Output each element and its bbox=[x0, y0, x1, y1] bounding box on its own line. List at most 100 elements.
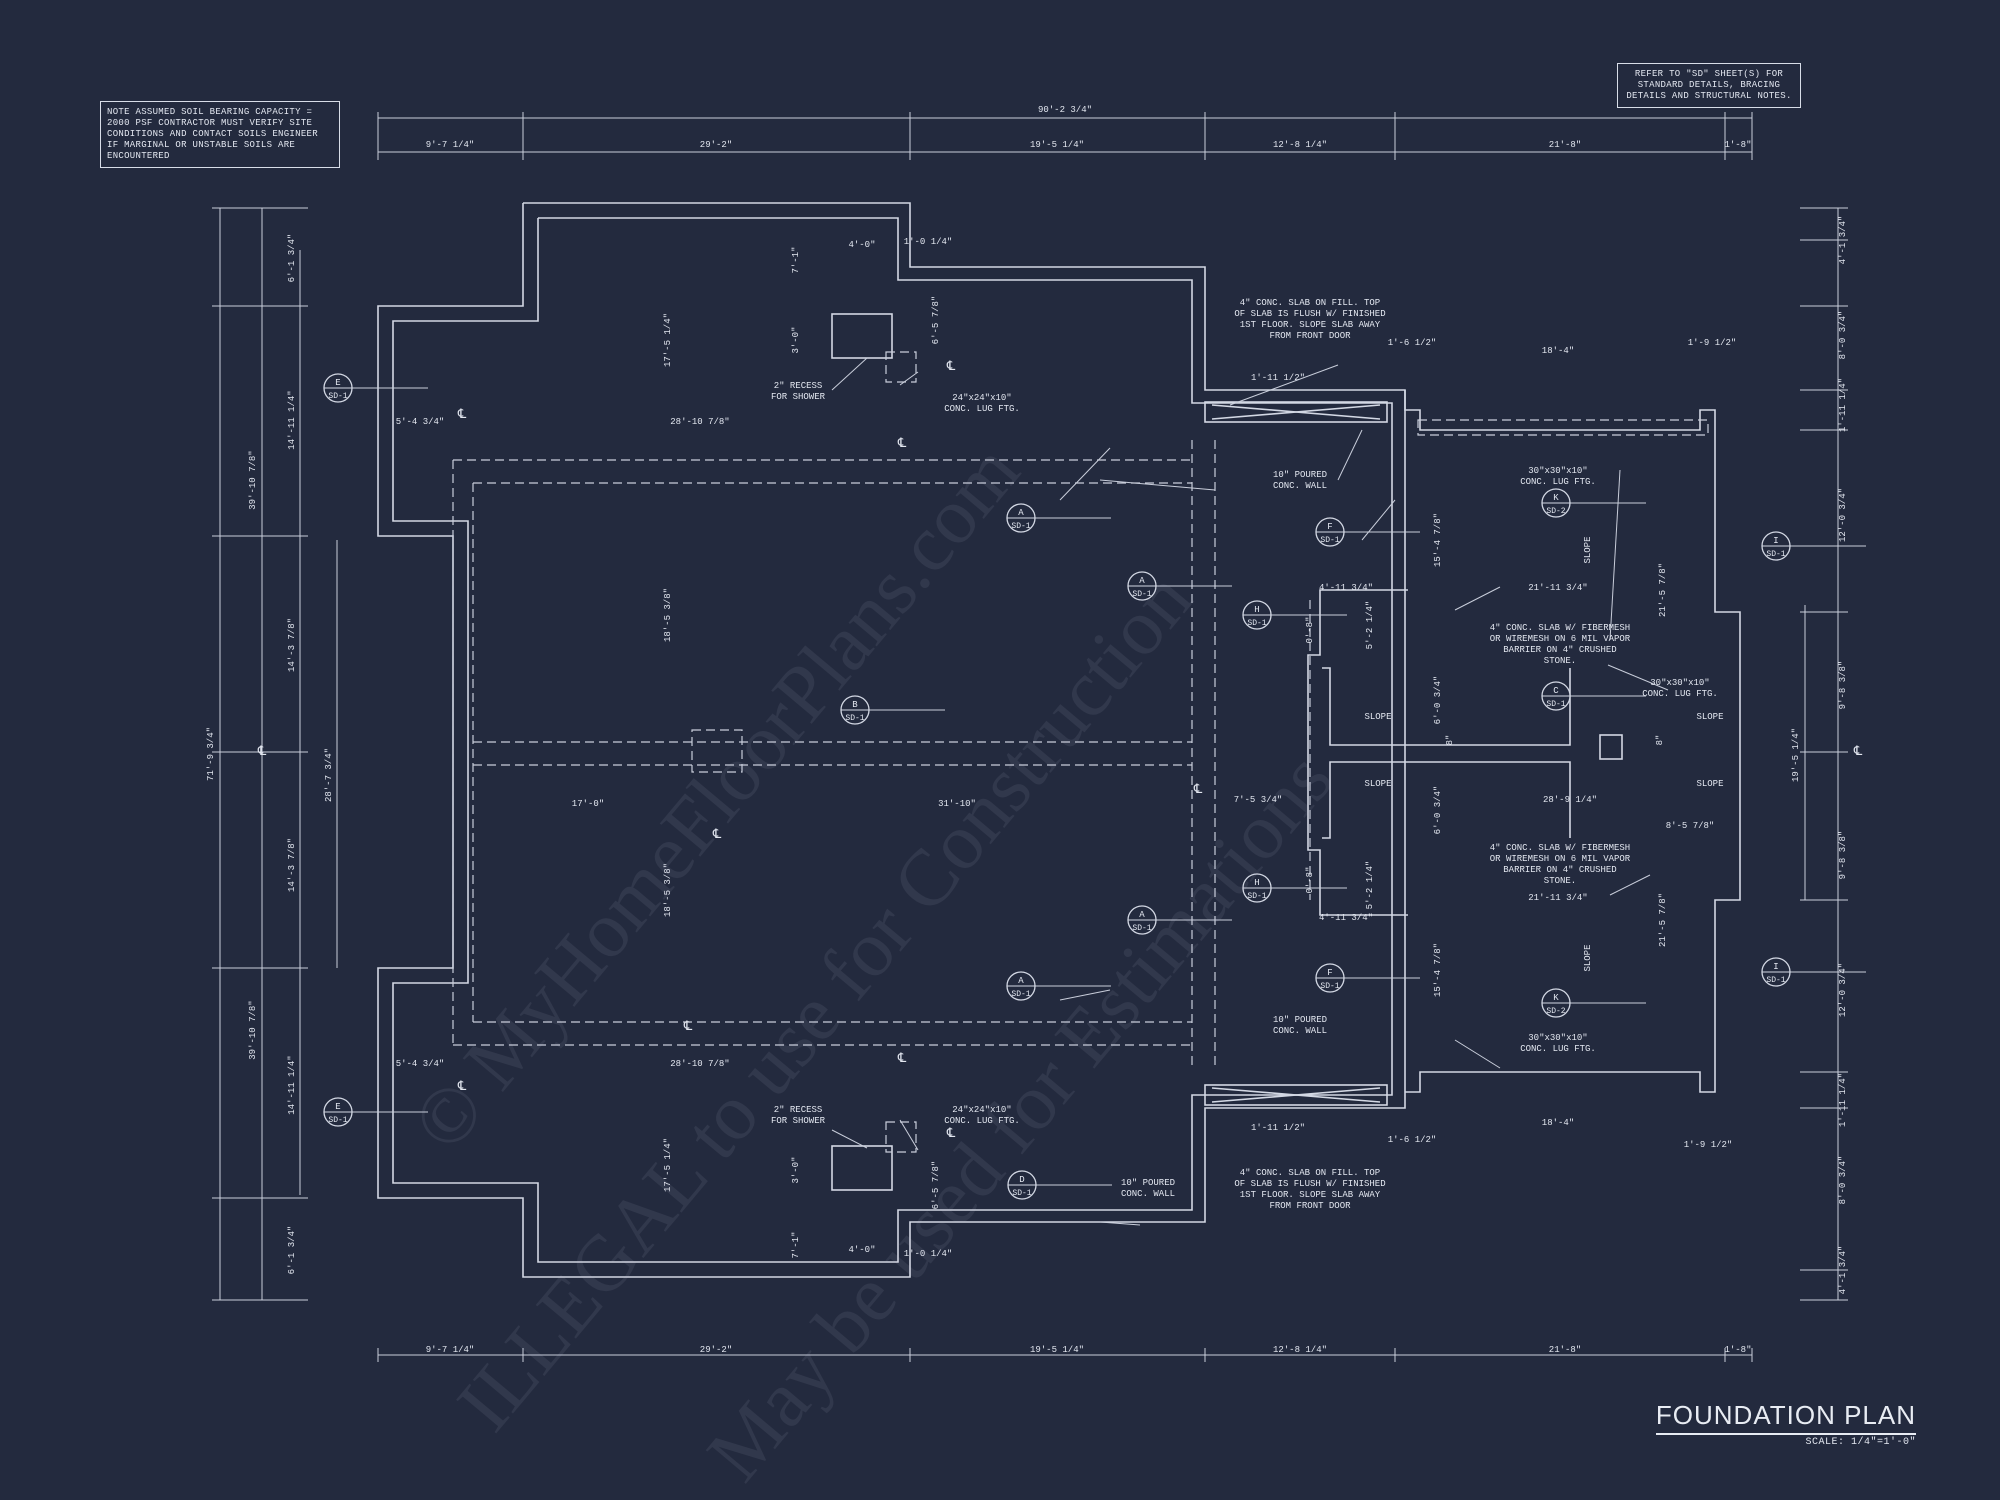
detail-letter: F bbox=[1327, 968, 1332, 978]
dimension-label: 90'-2 3/4" bbox=[1038, 105, 1092, 115]
garage-wall bbox=[1322, 667, 1571, 746]
shower-recess-bottom bbox=[831, 1145, 893, 1191]
detail-letter: I bbox=[1773, 536, 1778, 546]
slope-label: SLOPE bbox=[1696, 779, 1723, 789]
detail-sheet: SD-1 bbox=[1320, 982, 1339, 991]
leader-line bbox=[899, 371, 919, 386]
detail-sheet: SD-2 bbox=[1546, 507, 1565, 516]
slab-x bbox=[1211, 404, 1381, 420]
dimension-label: 15'-4 7/8" bbox=[1433, 513, 1443, 567]
detail-marker: KSD-2 bbox=[1541, 488, 1571, 518]
leader-line bbox=[1609, 469, 1621, 641]
dimension-label: 6'-5 7/8" bbox=[931, 1161, 941, 1210]
dimension-label: 1'-0 1/4" bbox=[904, 1249, 953, 1259]
soil-bearing-note: NOTE ASSUMED SOIL BEARING CAPACITY = 200… bbox=[100, 101, 340, 168]
detail-marker: F SD-1 bbox=[1315, 963, 1345, 993]
leader-line bbox=[1099, 479, 1216, 491]
callout-text: 24"x24"x10"CONC. LUG FTG. bbox=[944, 393, 1020, 414]
leader-line bbox=[1337, 429, 1363, 481]
dimension-label: 18'-5 3/8" bbox=[663, 588, 673, 642]
detail-letter: A bbox=[1018, 508, 1024, 518]
dimension-label: 3'-0" bbox=[791, 1156, 801, 1183]
leader-line bbox=[1454, 586, 1501, 611]
dimension-label: 21'-11 3/4" bbox=[1528, 893, 1587, 903]
dimension-label: 7'-1" bbox=[791, 1231, 801, 1258]
dimension-label: 29'-2" bbox=[700, 140, 732, 150]
detail-sheet: SD-1 bbox=[1132, 590, 1151, 599]
dimension-label: 1'-11 1/4" bbox=[1838, 1073, 1848, 1127]
right-wing-wall bbox=[1404, 390, 1741, 1093]
dimension-label: 9'-8 3/8" bbox=[1838, 831, 1848, 880]
porch-slab-top bbox=[1204, 401, 1388, 423]
detail-marker: ASD-1 bbox=[1127, 571, 1157, 601]
detail-letter: A bbox=[1139, 910, 1145, 920]
centerline-symbol: ℄ bbox=[683, 1019, 693, 1034]
detail-sheet: SD-1 bbox=[1011, 990, 1030, 999]
dimension-label: 5'-4 3/4" bbox=[396, 1059, 445, 1069]
detail-letter: B bbox=[852, 700, 858, 710]
dimension-label: 31'-10" bbox=[938, 799, 976, 809]
dimension-label: 8" bbox=[1655, 735, 1665, 746]
dimension-label: 4'-1 3/4" bbox=[1838, 1246, 1848, 1295]
dimension-label: 1'-9 1/2" bbox=[1684, 1140, 1733, 1150]
detail-marker: BSD-1 bbox=[840, 695, 870, 725]
leader-line bbox=[1229, 364, 1339, 406]
dimension-label: 21'-5 7/8" bbox=[1658, 893, 1668, 947]
detail-letter: E bbox=[335, 378, 340, 388]
foundation-wall-inner bbox=[392, 217, 1393, 1263]
dimension-label: 7'-1" bbox=[791, 246, 801, 273]
leader-line bbox=[1099, 1221, 1141, 1226]
dimension-label: 6'-0 3/4" bbox=[1433, 786, 1443, 835]
centerline-symbol: ℄ bbox=[946, 359, 956, 374]
dimension-label: 6'-0 3/4" bbox=[1433, 676, 1443, 725]
leader-line bbox=[899, 1119, 919, 1151]
leader-line bbox=[1361, 499, 1396, 541]
centerline-symbol: ℄ bbox=[457, 407, 467, 422]
detail-marker: ESD-1 bbox=[323, 373, 353, 403]
dimension-label: 17'-0" bbox=[572, 799, 604, 809]
detail-marker: ASD-1 bbox=[1006, 971, 1036, 1001]
porch-slab-bottom bbox=[1204, 1084, 1388, 1106]
garage-ftg-dashed bbox=[1417, 419, 1709, 436]
dimension-label: 14'-11 1/4" bbox=[287, 390, 297, 449]
dimension-label: 1'-8" bbox=[1724, 1345, 1751, 1355]
core-wall bbox=[1307, 589, 1408, 916]
dimension-label: 6'-1 3/4" bbox=[287, 234, 297, 283]
centerline-symbol: ℄ bbox=[1193, 782, 1203, 797]
dimension-label: 39'-10 7/8" bbox=[248, 1000, 258, 1059]
detail-marker: HSD-1 bbox=[1242, 600, 1272, 630]
centerline-symbol: ℄ bbox=[897, 436, 907, 451]
detail-marker: HSD-1 bbox=[1242, 873, 1272, 903]
dimension-label: 12'-0 3/4" bbox=[1838, 488, 1848, 542]
centerline-symbol: ℄ bbox=[946, 1126, 956, 1141]
dimension-label: 8" bbox=[1445, 735, 1455, 746]
dimension-label: 1'-11 1/2" bbox=[1251, 1123, 1305, 1133]
centerline-symbol: ℄ bbox=[712, 827, 722, 842]
dimension-label: 3'-0" bbox=[791, 326, 801, 353]
dimension-label: 5'-2 1/4" bbox=[1365, 861, 1375, 910]
dimension-label: 1'-11 1/2" bbox=[1251, 373, 1305, 383]
dimension-label: 17'-5 1/4" bbox=[663, 313, 673, 367]
dimension-label: 29'-2" bbox=[700, 1345, 732, 1355]
dimension-label: 1'-6 1/2" bbox=[1388, 1135, 1437, 1145]
leader-line bbox=[1059, 989, 1111, 1001]
leader-line bbox=[1059, 447, 1111, 501]
dimension-label: 1'-11 1/4" bbox=[1838, 378, 1848, 432]
dimension-label: 9'-8 3/8" bbox=[1838, 661, 1848, 710]
detail-marker: ISD-1 bbox=[1761, 957, 1791, 987]
dimension-label: 18'-4" bbox=[1542, 1118, 1574, 1128]
dimension-label: 9'-7 1/4" bbox=[426, 140, 475, 150]
dimension-label: 19'-5 1/4" bbox=[1791, 728, 1801, 782]
dimension-label: 6'-5 7/8" bbox=[931, 296, 941, 345]
dimension-label: 8'-0 3/4" bbox=[1838, 1156, 1848, 1205]
dimension-label: 1'-6 1/2" bbox=[1388, 338, 1437, 348]
slope-label: SLOPE bbox=[1364, 779, 1391, 789]
detail-marker: ESD-1 bbox=[323, 1097, 353, 1127]
dimension-label: 0'-8" bbox=[1305, 616, 1315, 643]
detail-sheet: SD-1 bbox=[1766, 976, 1785, 985]
slope-label: SLOPE bbox=[1583, 536, 1593, 563]
